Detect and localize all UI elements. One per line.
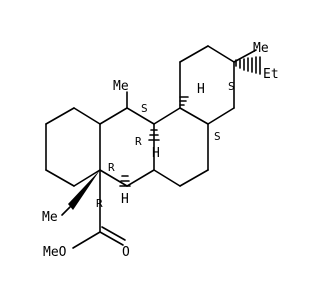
stereo-s-top: S [141,102,148,115]
label-ester-ome: MeO [43,245,67,260]
molecule-svg: Me Me Et Me MeO O H H H S S S R R R [42,41,279,260]
ester-bonds [72,226,126,249]
label-et: Et [263,67,279,82]
ring-bc-link-bonds [153,123,209,187]
c4-methyl-wedge [68,170,100,210]
c4-methyl-stub [61,206,71,216]
h-mid-hash [148,129,160,141]
label-h-upper: H [197,82,205,97]
stereo-r-c4: R [96,197,103,210]
stereo-r-c10: R [135,135,142,148]
stereo-r-c5: R [108,161,115,174]
ring-b-bonds [99,107,155,187]
qc-ethyl-hash [235,56,261,75]
label-ester-o: O [122,245,130,260]
label-me-right: Me [253,41,269,56]
ring-c-bonds [153,45,235,125]
ring-a-bonds [45,107,101,187]
h-upper-hash [179,96,189,106]
stereo-s-right-mid: S [214,130,221,143]
h-lower-hash [119,175,131,187]
structure-diagram: Me Me Et Me MeO O H H H S S S R R R [42,41,279,260]
label-me-top: Me [113,79,129,94]
label-h-mid: H [152,146,160,161]
qc-methyl-bond [233,49,257,63]
label-h-lower: H [121,192,129,207]
stereo-s-right-q: S [228,80,235,93]
label-me-left: Me [42,210,58,225]
